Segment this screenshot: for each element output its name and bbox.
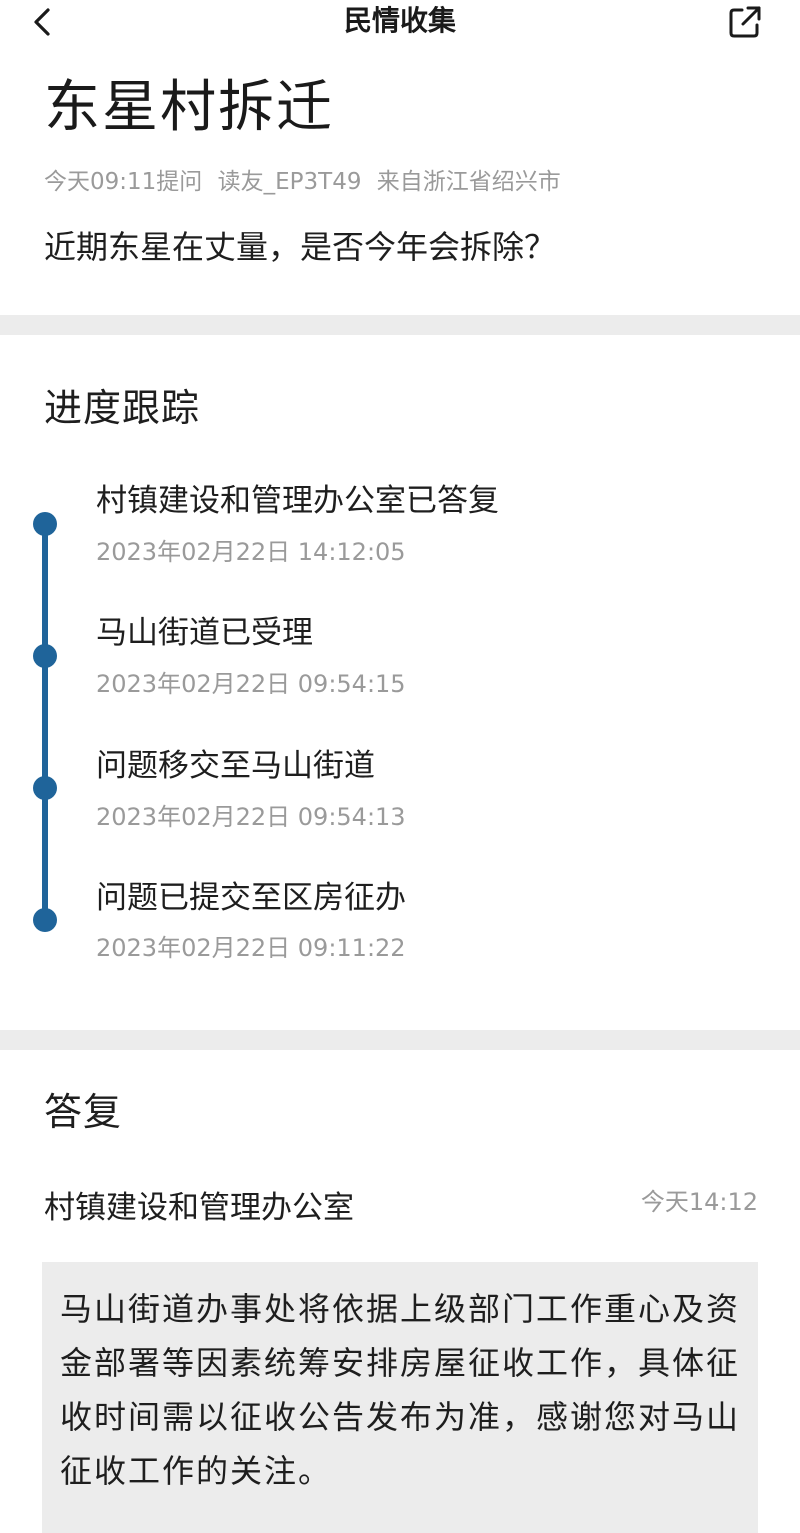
reply-heading: 答复 bbox=[44, 1090, 123, 1134]
reply-org-name: 村镇建设和管理办公室 bbox=[44, 1190, 354, 1226]
timeline-item-time: 2023年02月22日 09:54:15 bbox=[96, 670, 406, 698]
question-location: 来自浙江省绍兴市 bbox=[376, 169, 561, 195]
share-external-icon[interactable] bbox=[725, 2, 765, 42]
timeline-dot bbox=[33, 644, 57, 668]
question-meta: 今天09:11提问 读友_EP3T49 来自浙江省绍兴市 bbox=[44, 166, 569, 198]
question-title: 东星村拆迁 bbox=[44, 75, 334, 140]
reply-content: 马山街道办事处将依据上级部门工作重心及资金部署等因素统筹安排房屋征收工作，具体征… bbox=[60, 1290, 741, 1490]
top-nav-bar: 民情收集 bbox=[0, 0, 800, 44]
timeline-dot bbox=[33, 908, 57, 932]
timeline-item-title: 问题已提交至区房征办 bbox=[96, 880, 406, 916]
question-user[interactable]: 读友_EP3T49 bbox=[217, 169, 362, 195]
timeline-item-time: 2023年02月22日 14:12:05 bbox=[96, 538, 406, 566]
question-body: 近期东星在丈量，是否今年会拆除？ bbox=[44, 228, 557, 266]
nav-title: 民情收集 bbox=[343, 4, 456, 37]
timeline-dot bbox=[33, 776, 57, 800]
timeline-item-title: 村镇建设和管理办公室已答复 bbox=[96, 483, 499, 519]
reply-content-box: 马山街道办事处将依据上级部门工作重心及资金部署等因素统筹安排房屋征收工作，具体征… bbox=[42, 1262, 758, 1533]
timeline-item-time: 2023年02月22日 09:11:22 bbox=[96, 934, 406, 962]
timeline-item-title: 马山街道已受理 bbox=[96, 615, 313, 651]
timeline-dot bbox=[33, 512, 57, 536]
timeline-line bbox=[42, 522, 48, 920]
progress-heading: 进度跟踪 bbox=[44, 386, 201, 430]
section-divider bbox=[0, 1030, 800, 1050]
question-time: 今天09:11提问 bbox=[44, 169, 203, 195]
chevron-left-icon[interactable] bbox=[28, 2, 64, 42]
reply-time: 今天14:12 bbox=[640, 1188, 758, 1216]
timeline-item-title: 问题移交至马山街道 bbox=[96, 748, 375, 784]
timeline-item-time: 2023年02月22日 09:54:13 bbox=[96, 803, 406, 831]
section-divider bbox=[0, 315, 800, 335]
